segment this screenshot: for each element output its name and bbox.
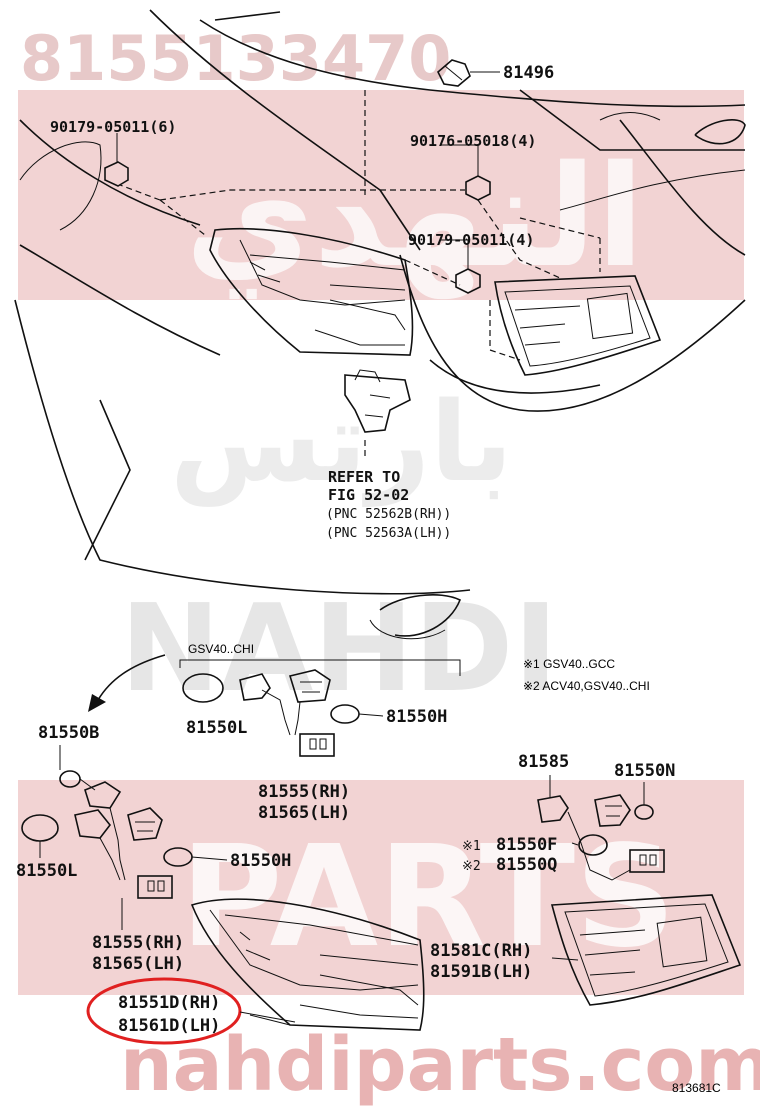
label-81550Q: 81550Q — [496, 855, 557, 875]
tail-lamp-upper — [209, 227, 414, 356]
direction-arrow — [97, 654, 166, 701]
refer-line-3: (PNC 52562B(RH)) — [326, 507, 451, 522]
fastener-nut-left — [104, 161, 129, 187]
label-90179-mid: 90179-05011(4) — [408, 231, 534, 249]
mark-2: ※2 — [462, 859, 481, 874]
label-81561D: 81561D(LH) — [118, 1016, 220, 1036]
watermark-parts: PARTS — [180, 816, 676, 979]
trunk-lid-lamp-81581C — [550, 894, 742, 1006]
label-81550B: 81550B — [38, 723, 99, 743]
watermark-arabic-mid: بارتس — [170, 378, 513, 507]
bulb-81550L — [21, 814, 59, 858]
label-81550F: 81550F — [496, 835, 557, 855]
watermark-url: nahdiparts.com — [120, 1022, 760, 1108]
label-81581C: 81581C(RH) — [430, 941, 532, 961]
watermark-nahdi: NAHDI — [120, 580, 558, 719]
tail-lamp-81551D — [190, 898, 425, 1031]
note-2: ※2 ACV40,GSV40..CHI — [523, 679, 650, 693]
label-81555-chi: 81555(RH) — [258, 782, 350, 802]
refer-line-1: REFER TO — [328, 468, 400, 486]
watermark-arabic-top: النهدي — [185, 136, 644, 300]
label-81550H-chi: 81550H — [386, 707, 447, 727]
installation-guide-lines — [119, 90, 601, 460]
label-81550H: 81550H — [230, 851, 291, 871]
label-81551D: 81551D(RH) — [118, 993, 220, 1013]
label-81550L-chi: 81550L — [186, 718, 247, 738]
label-81555: 81555(RH) — [92, 933, 184, 953]
trunk-lid-lamp — [494, 275, 662, 376]
highlight-circle — [86, 977, 242, 1045]
socket-harness-left — [74, 781, 173, 930]
label-gsv-chi: GSV40..CHI — [188, 642, 254, 656]
bulb-81550H-chi — [330, 704, 384, 724]
refer-line-4: (PNC 52563A(LH)) — [326, 526, 451, 541]
leader-81551D — [239, 1011, 296, 1023]
label-81565-chi: 81565(LH) — [258, 803, 350, 823]
label-90176: 90176-05018(4) — [410, 132, 536, 150]
refer-line-2: FIG 52-02 — [328, 486, 409, 504]
socket-assembly — [344, 369, 411, 433]
label-81496: 81496 — [503, 63, 554, 83]
figure-code: 813681C — [672, 1081, 721, 1095]
socket-81585 — [537, 775, 665, 881]
label-90179-top: 90179-05011(6) — [50, 118, 176, 136]
mark-1: ※1 — [462, 839, 481, 854]
gsv-bracket — [179, 659, 461, 676]
label-81585: 81585 — [518, 752, 569, 772]
label-81565: 81565(LH) — [92, 954, 184, 974]
vehicle-rear-outline — [14, 9, 746, 640]
bulb-81550B — [59, 745, 96, 791]
label-81591B: 81591B(LH) — [430, 962, 532, 982]
leaders-top — [116, 71, 500, 269]
bulb-81550L-chi — [182, 673, 224, 703]
label-81550L: 81550L — [16, 861, 77, 881]
watermark-band-bottom — [18, 780, 744, 995]
bulb-81550F — [571, 834, 608, 856]
note-1: ※1 GSV40..GCC — [523, 657, 615, 671]
clip-81496 — [437, 59, 471, 87]
bulb-81550N — [634, 782, 654, 820]
direction-arrowhead — [88, 694, 106, 712]
socket-harness-chi — [239, 669, 335, 757]
bulb-81550H — [163, 847, 228, 867]
label-81550N: 81550N — [614, 761, 675, 781]
